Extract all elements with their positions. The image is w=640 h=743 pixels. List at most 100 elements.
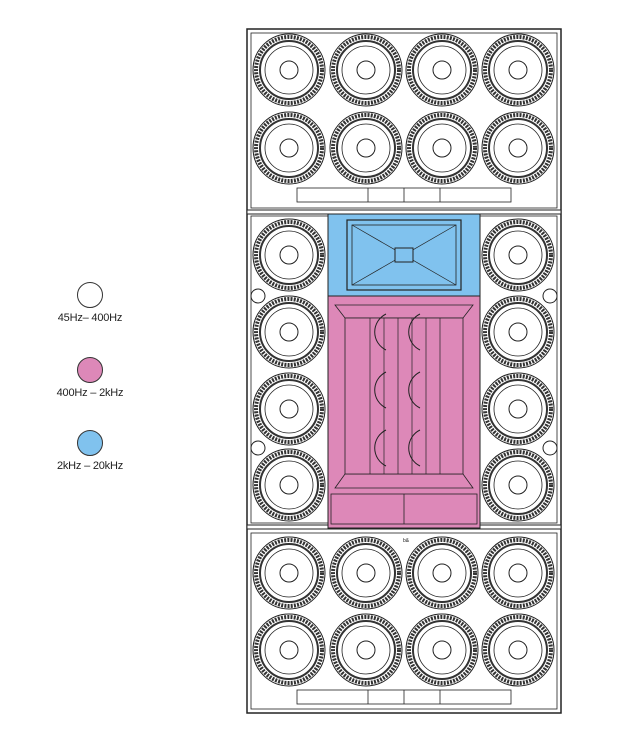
woofer-cone-edge: [412, 620, 472, 680]
woofer-surround: [254, 615, 324, 685]
woofer-cone-edge: [259, 379, 319, 439]
woofer-surround: [331, 615, 401, 685]
woofer: [329, 111, 403, 185]
woofer-dust-cap: [356, 60, 376, 80]
woofer-surround: [254, 220, 324, 290]
woofer-dust-cap: [356, 563, 376, 583]
legend-label-low: 45Hz– 400Hz: [57, 312, 123, 324]
woofer-dust-cap: [508, 563, 528, 583]
mid-driver-arc: [374, 371, 387, 409]
woofer-surround: [483, 538, 553, 608]
woofer-dust-cap: [432, 138, 452, 158]
woofer-surround: [331, 35, 401, 105]
mid-driver-arc: [374, 313, 387, 351]
woofer: [481, 448, 555, 522]
woofer: [405, 536, 479, 610]
woofer-dust-cap: [279, 60, 299, 80]
woofer-cone-edge: [488, 40, 548, 100]
woofer-cone-edge: [259, 225, 319, 285]
side-handle: [542, 440, 558, 456]
hf-horn-inner: [351, 224, 457, 286]
woofer-surround: [483, 35, 553, 105]
woofer: [481, 372, 555, 446]
center-horn-module: [327, 213, 481, 529]
section-divider-top: [246, 209, 562, 215]
woofer-dust-cap: [356, 640, 376, 660]
woofer-cone-edge: [488, 302, 548, 362]
woofer-cone-edge: [259, 620, 319, 680]
woofer: [405, 111, 479, 185]
woofer-cone-edge: [488, 379, 548, 439]
woofer: [481, 111, 555, 185]
side-handle: [250, 440, 266, 456]
legend-item-low: 45Hz– 400Hz: [40, 282, 140, 324]
woofer-cone-edge: [488, 543, 548, 603]
legend-item-mid: 400Hz – 2kHz: [40, 357, 140, 399]
side-handle: [542, 288, 558, 304]
woofer: [481, 536, 555, 610]
woofer-cone-edge: [488, 225, 548, 285]
woofer-dust-cap: [432, 563, 452, 583]
woofer-surround: [483, 615, 553, 685]
woofer: [252, 448, 326, 522]
brand-logo: b&: [403, 538, 410, 544]
woofer-dust-cap: [508, 475, 528, 495]
woofer-cone-edge: [259, 543, 319, 603]
legend-label-mid: 400Hz – 2kHz: [56, 387, 124, 399]
woofer-cone-edge: [488, 455, 548, 515]
woofer-surround: [483, 297, 553, 367]
woofer-cone-edge: [259, 118, 319, 178]
woofer-dust-cap: [508, 640, 528, 660]
woofer: [252, 372, 326, 446]
woofer-surround: [254, 374, 324, 444]
woofer: [329, 536, 403, 610]
mid-horn-mouth: [344, 317, 464, 475]
woofer-dust-cap: [279, 138, 299, 158]
woofer-surround: [331, 113, 401, 183]
mid-driver-arc: [374, 429, 387, 467]
woofer-dust-cap: [279, 475, 299, 495]
woofer-dust-cap: [508, 322, 528, 342]
woofer-dust-cap: [279, 563, 299, 583]
woofer: [252, 111, 326, 185]
woofer-surround: [407, 35, 477, 105]
woofer-cone-edge: [259, 455, 319, 515]
woofer-group: [252, 33, 555, 687]
woofer: [252, 218, 326, 292]
woofer-dust-cap: [279, 640, 299, 660]
woofer-cone-edge: [336, 543, 396, 603]
woofer: [481, 613, 555, 687]
woofer-dust-cap: [508, 245, 528, 265]
hf-compression-driver: [394, 247, 414, 263]
woofer: [252, 536, 326, 610]
woofer-dust-cap: [356, 138, 376, 158]
woofer: [405, 33, 479, 107]
woofer: [252, 295, 326, 369]
woofer-surround: [483, 450, 553, 520]
woofer-cone-edge: [336, 620, 396, 680]
mid-horn-bottom-flare: [334, 473, 474, 489]
woofer-surround: [407, 113, 477, 183]
woofer-surround: [483, 220, 553, 290]
woofer-surround: [483, 113, 553, 183]
woofer-cone-edge: [259, 302, 319, 362]
woofer: [405, 613, 479, 687]
woofer: [252, 613, 326, 687]
legend-swatch-high: [77, 430, 103, 456]
woofer-cone-edge: [488, 620, 548, 680]
woofer-dust-cap: [279, 245, 299, 265]
woofer: [252, 33, 326, 107]
mid-horn-top-flare: [334, 304, 474, 319]
woofer: [329, 33, 403, 107]
mid-driver-arc: [408, 313, 421, 351]
woofer-surround: [254, 35, 324, 105]
woofer-cone-edge: [336, 40, 396, 100]
legend-label-high: 2kHz – 20kHz: [56, 460, 124, 472]
woofer-cone-edge: [259, 40, 319, 100]
woofer-surround: [254, 297, 324, 367]
woofer-cone-edge: [412, 40, 472, 100]
woofer-dust-cap: [279, 322, 299, 342]
woofer-dust-cap: [508, 138, 528, 158]
woofer-cone-edge: [336, 118, 396, 178]
